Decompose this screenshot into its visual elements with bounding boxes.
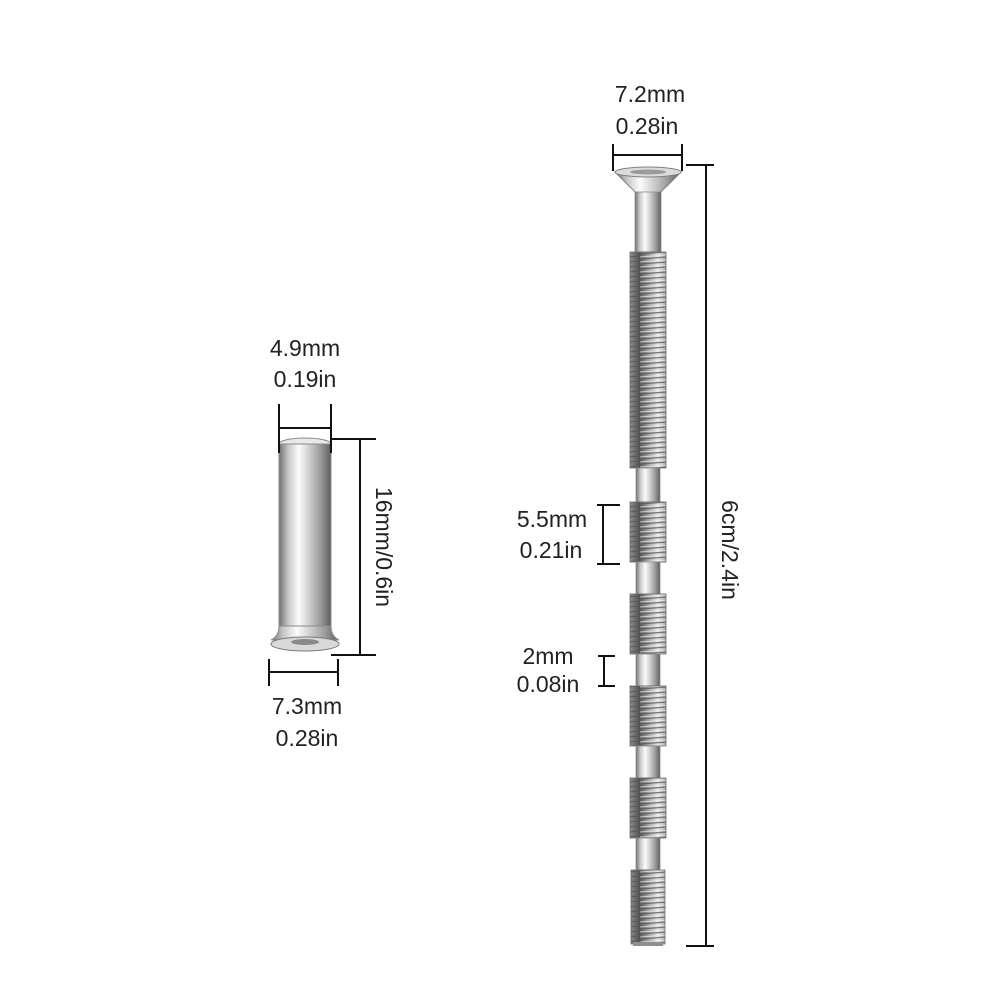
sleeve-length-label: 16mm/0.6in (371, 487, 397, 607)
sleeve-length-dimension: 16mm/0.6in (331, 438, 397, 656)
gap-segment-in: 0.08in (517, 671, 580, 697)
screw-head-width-in: 0.28in (616, 113, 679, 139)
sleeve-nut (270, 437, 340, 652)
sleeve-top-width-mm: 4.9mm (270, 335, 340, 361)
sleeve-top-width-dimension: 4.9mm 0.19in (270, 335, 340, 453)
thread-segment-mm: 5.5mm (517, 506, 587, 532)
screw-total-length-dimension: 6cm/2.4in (686, 164, 743, 947)
sleeve-flange-width-dimension: 7.3mm 0.28in (268, 659, 342, 751)
gap-segment-mm: 2mm (522, 643, 573, 669)
sleeve-flange-width-mm: 7.3mm (272, 693, 342, 719)
screw-thread-segment-dimension: 5.5mm 0.21in (517, 504, 620, 565)
screw-head-width-dimension: 7.2mm 0.28in (612, 81, 685, 171)
long-screw (613, 166, 683, 946)
screw-total-length-label: 6cm/2.4in (717, 500, 743, 600)
sleeve-top-width-in: 0.19in (274, 366, 337, 392)
screw-gap-segment-dimension: 2mm 0.08in (517, 643, 615, 697)
sleeve-flange-width-in: 0.28in (276, 725, 339, 751)
screw-head-width-mm: 7.2mm (615, 81, 685, 107)
thread-segment-in: 0.21in (520, 537, 583, 563)
